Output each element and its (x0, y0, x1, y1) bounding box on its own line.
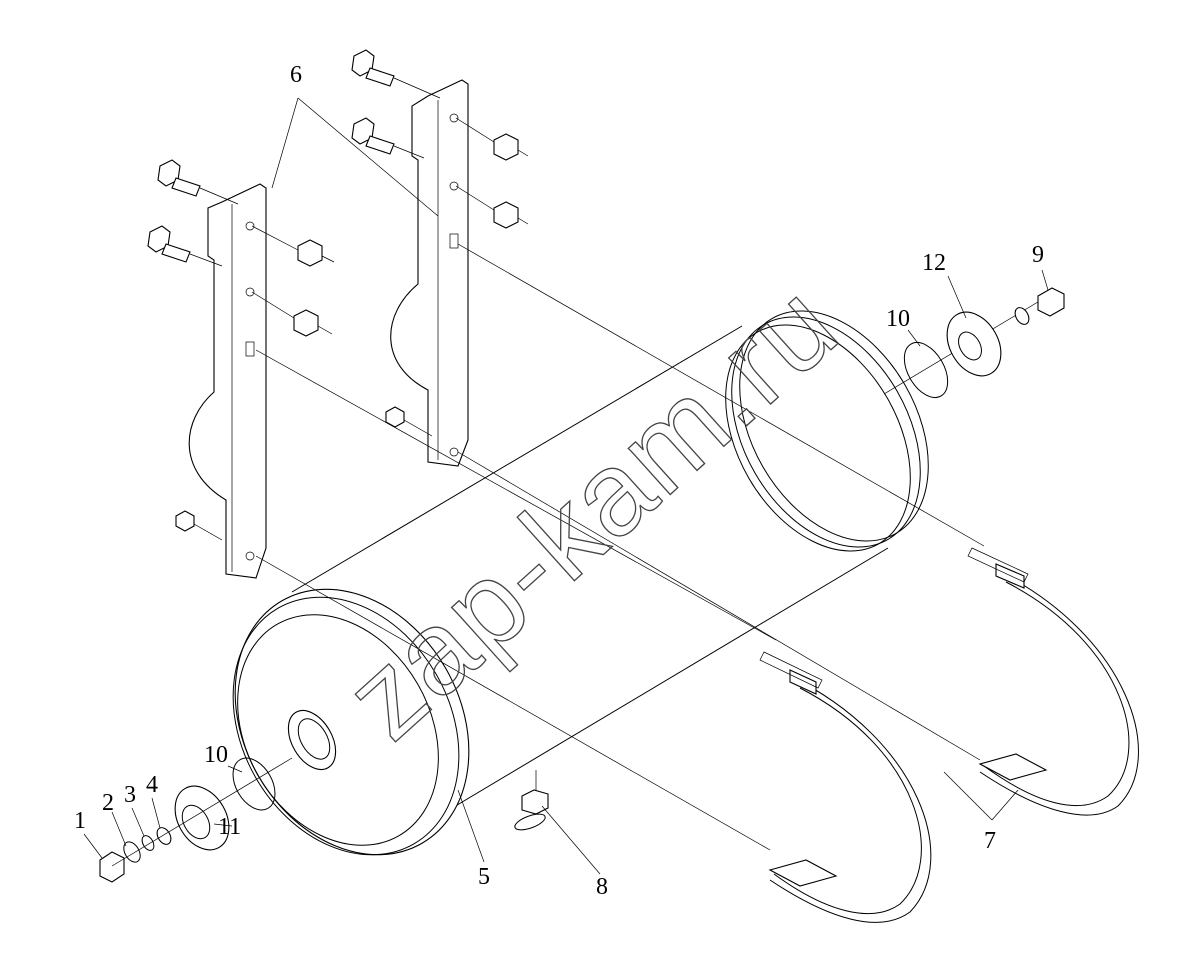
plug-9 (1037, 287, 1065, 317)
strap-rear-inner (983, 581, 1130, 807)
callout-4: 4 (146, 772, 158, 798)
bolt-icon (147, 225, 223, 267)
bracket-rear-hole-2 (449, 181, 459, 191)
bracket-front-slot (245, 341, 255, 357)
strap-rear (967, 547, 1139, 816)
callout-7: 7 (984, 828, 996, 854)
strap-rear-end-bottom (978, 753, 1048, 781)
air-tank (232, 310, 929, 856)
drain-valve-ring (514, 813, 546, 831)
tank-top-edge (291, 325, 743, 593)
strap-front-rod (759, 651, 823, 689)
strap-front-end-top (789, 669, 817, 695)
leader-lines (83, 97, 1049, 875)
bolt-icon (157, 159, 239, 205)
callout-11: 11 (218, 814, 241, 840)
nut-icon (251, 225, 335, 267)
strap-rear-outer (979, 569, 1139, 816)
callout-labels: 1 2 3 4 5 6 7 8 9 10 10 11 12 (74, 62, 1044, 900)
bracket-front-hole-2 (245, 287, 255, 297)
valve-front-bore (181, 804, 211, 840)
bracket-front-plate (188, 183, 267, 579)
callout-9: 9 (1032, 242, 1044, 268)
callout-2: 2 (102, 790, 114, 816)
valve-front-body (174, 785, 230, 851)
o-ring-rear (903, 342, 949, 398)
tank-front-cap-ring (232, 596, 460, 856)
strap-rear-rod (967, 547, 1029, 583)
seal-2 (123, 841, 141, 863)
bracket-bolts (147, 49, 441, 267)
ring-3 (141, 835, 155, 851)
strap-front-end-bottom (768, 859, 838, 887)
strap-front-outer (769, 675, 932, 923)
washer-rear (1014, 307, 1030, 325)
bracket-rear (390, 79, 469, 467)
bracket-nuts (175, 117, 529, 541)
front-fitting-axis (111, 757, 293, 867)
bracket-rear-slot (449, 233, 459, 249)
tank-front-port (287, 709, 337, 771)
front-fitting-stack (99, 757, 293, 883)
strap-front-inner (773, 687, 922, 915)
bolt-icon (351, 49, 441, 99)
strap-front (759, 651, 932, 923)
bracket-front-hole-1 (245, 221, 255, 231)
centerline-rear-upper (457, 243, 985, 547)
tank-bottom-edge (431, 547, 889, 821)
drain-valve (514, 789, 549, 831)
tank-rear-cap (739, 310, 929, 542)
callout-10-rear: 10 (886, 306, 910, 332)
callout-1: 1 (74, 808, 86, 834)
nut-icon (251, 291, 333, 337)
nut-icon (175, 510, 223, 541)
o-ring-front (232, 757, 276, 811)
callout-8: 8 (596, 874, 608, 900)
centerline-front-upper (255, 349, 777, 641)
washer-4 (156, 827, 172, 845)
bolt-icon (351, 117, 425, 159)
nut-1 (99, 851, 125, 883)
bracket-rear-plate (390, 79, 469, 467)
nut-icon (385, 406, 433, 437)
bracket-front (188, 183, 267, 579)
nut-icon (455, 185, 529, 229)
bracket-front-hole-3 (245, 551, 255, 561)
callout-12: 12 (922, 250, 946, 276)
callout-10-front: 10 (204, 742, 228, 768)
bracket-rear-hole-1 (449, 113, 459, 123)
callout-5: 5 (478, 864, 490, 890)
centerline-front-lower (255, 555, 771, 851)
nut-icon (455, 117, 529, 161)
callout-6: 6 (290, 62, 302, 88)
valve-rear-bore (958, 331, 982, 361)
centerline-rear-lower (457, 451, 981, 761)
rear-fitting-stack (883, 287, 1065, 398)
drain-valve-body (521, 789, 549, 815)
valve-rear-body (946, 311, 1002, 377)
tank-front-port-bore (297, 718, 331, 760)
callout-3: 3 (124, 782, 136, 808)
strap-rear-end-top (995, 563, 1025, 589)
tank-front-cap-dome (237, 614, 439, 846)
